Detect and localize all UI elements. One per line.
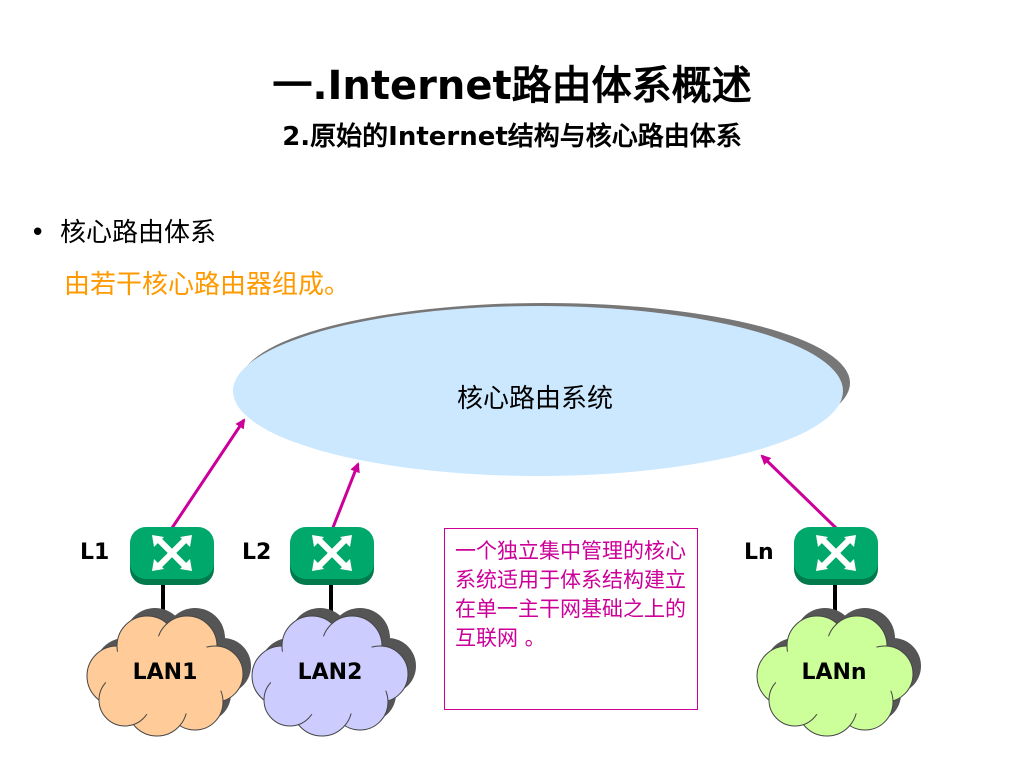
lan-cloud-1 xyxy=(86,608,251,737)
bullet-item: • 核心路由体系 xyxy=(30,212,216,249)
note-box: 一个独立集中管理的核心系统适用于体系结构建立在单一主干网基础之上的互联网 。 xyxy=(444,528,698,710)
lan-label-n: LANn xyxy=(801,660,867,685)
router-icon xyxy=(794,527,878,585)
router-icon xyxy=(130,527,214,585)
core-system-ellipse xyxy=(233,306,843,476)
arrow-l2 xyxy=(330,462,360,531)
link-label-n: Ln xyxy=(744,540,774,565)
lan-cloud-n xyxy=(756,608,921,737)
router-icon xyxy=(290,527,374,585)
lan-cloud-2 xyxy=(251,608,416,737)
bullet-description: 由若干核心路由器组成。 xyxy=(64,270,351,300)
bullet-dot: • xyxy=(30,218,46,248)
arrow-l1 xyxy=(170,418,246,529)
core-system-label: 核心路由系统 xyxy=(456,384,613,414)
bullet-heading: 核心路由体系 xyxy=(60,218,217,248)
link-label-2: L2 xyxy=(242,540,272,565)
page-subtitle: 2.原始的Internet结构与核心路由体系 xyxy=(282,122,742,152)
lan-label-1: LAN1 xyxy=(132,660,198,685)
lan-label-2: LAN2 xyxy=(297,660,363,685)
link-label-1: L1 xyxy=(80,540,110,565)
page-title: 一.Internet路由体系概述 xyxy=(272,63,752,109)
arrow-ln xyxy=(760,454,838,530)
